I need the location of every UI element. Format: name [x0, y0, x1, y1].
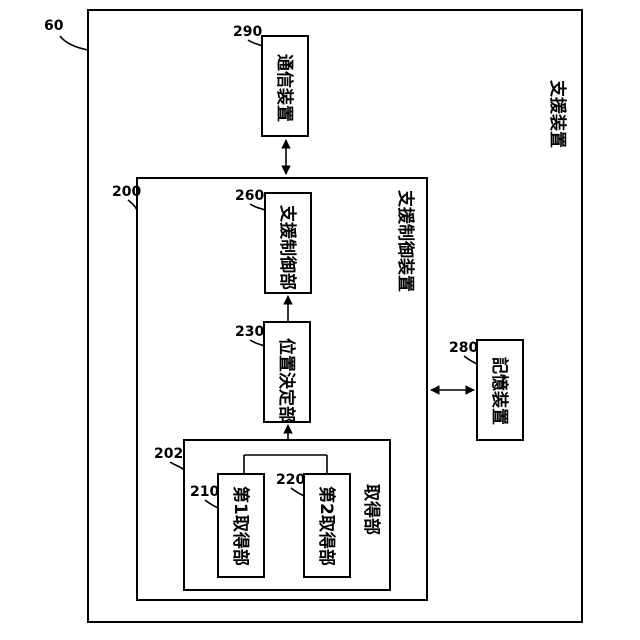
storage-ref: 280 — [449, 340, 478, 356]
acquire-label: 取得部 — [361, 484, 382, 535]
support-device-leader — [60, 36, 88, 50]
acquire1-ref: 210 — [190, 484, 219, 500]
position-ref: 230 — [235, 324, 264, 340]
support-device-label: 支援装置 — [547, 80, 568, 148]
support-control-ref: 260 — [235, 188, 264, 204]
acquire-ref: 202 — [154, 446, 183, 462]
controller-ref: 200 — [112, 184, 141, 200]
support-device-ref: 60 — [44, 18, 64, 34]
controller-label: 支援制御装置 — [395, 190, 416, 292]
acquire2-label: 第2取得部 — [316, 486, 337, 566]
storage-label: 記憶装置 — [489, 357, 510, 425]
acquire1-label: 第1取得部 — [230, 486, 251, 566]
acquire2-ref: 220 — [276, 472, 305, 488]
position-label: 位置決定部 — [276, 338, 297, 423]
acquire-box — [184, 440, 390, 590]
comm-device-ref: 290 — [233, 24, 262, 40]
support-control-label: 支援制御部 — [277, 205, 298, 290]
comm-device-label: 通信装置 — [274, 54, 295, 122]
